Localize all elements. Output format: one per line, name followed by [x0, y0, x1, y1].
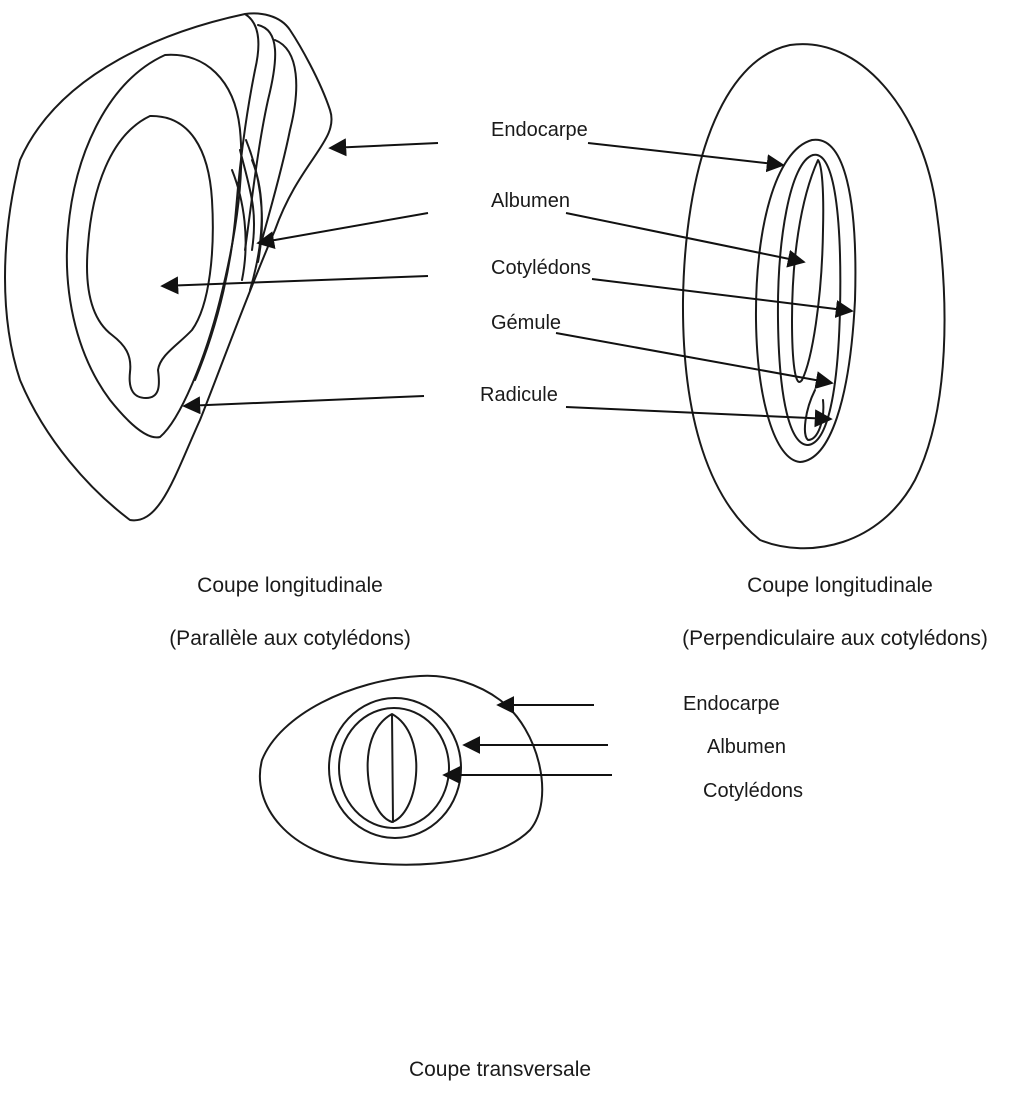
right-caption-title: Coupe longitudinale	[747, 575, 933, 596]
left-arrow-2	[258, 213, 428, 243]
left-seed-section	[5, 13, 332, 520]
left-cotyledon-embryo	[87, 116, 213, 398]
left-arrow-3	[162, 276, 428, 286]
right-embryo-axis	[792, 160, 823, 440]
bottom-albumen	[329, 698, 461, 838]
right-caption-subtitle: (Perpendiculaire aux cotylédons)	[682, 628, 988, 649]
right-arrow-gemule	[556, 333, 832, 383]
left-arrow-4	[184, 396, 424, 406]
left-caption-title: Coupe longitudinale	[197, 575, 383, 596]
right-seed-section	[683, 44, 945, 548]
right-arrow-cotyledons	[592, 279, 852, 311]
bottom-label-cotyledons: Cotylédons	[703, 781, 803, 801]
bottom-label-albumen: Albumen	[707, 737, 786, 757]
right-arrow-endocarpe	[588, 143, 783, 165]
label-albumen: Albumen	[491, 191, 570, 211]
label-gemule: Gémule	[491, 313, 561, 333]
left-caption-subtitle: (Parallèle aux cotylédons)	[169, 628, 411, 649]
bottom-label-endocarpe: Endocarpe	[683, 694, 780, 714]
bottom-caption: Coupe transversale	[409, 1059, 591, 1080]
bottom-albumen-inner	[339, 708, 449, 828]
label-endocarpe: Endocarpe	[491, 120, 588, 140]
left-outer-endocarp	[5, 13, 332, 520]
right-arrow-radicule	[566, 407, 831, 419]
left-arrow-1	[330, 143, 438, 148]
bottom-cotyledons	[368, 714, 417, 822]
right-outer-endocarp	[683, 44, 945, 548]
label-radicule: Radicule	[480, 385, 558, 405]
label-cotyledons: Cotylédons	[491, 258, 591, 278]
